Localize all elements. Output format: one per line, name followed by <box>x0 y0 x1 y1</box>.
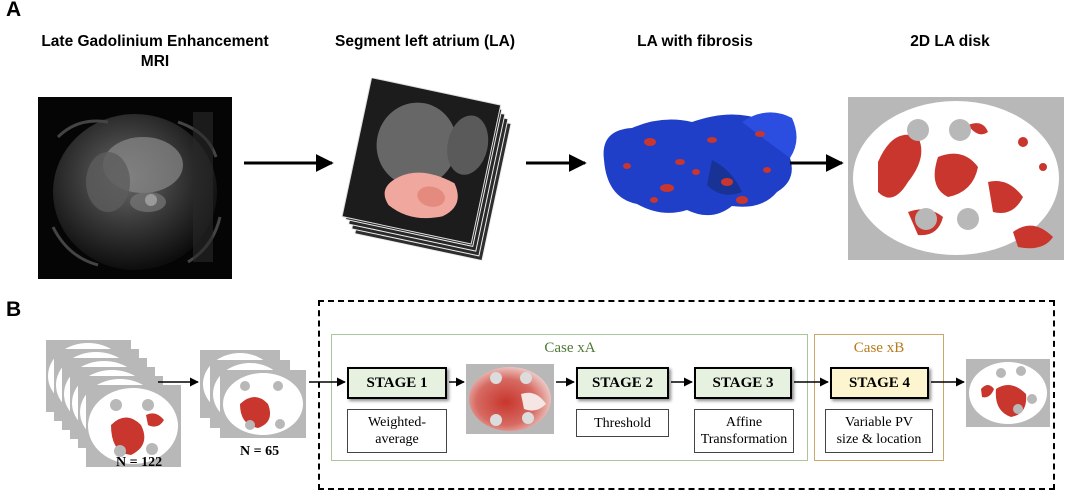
title-lge-mri-line1: Late Gadolinium Enhancement <box>41 33 269 50</box>
stack-122 <box>46 340 181 467</box>
stack-65-disks <box>200 350 306 438</box>
case-xa-label: Case xA <box>544 340 596 356</box>
pipeline-dashed-box <box>318 300 1055 490</box>
stage-2-note: Threshold <box>576 409 669 437</box>
count-65: N = 65 <box>240 444 280 459</box>
stage-3-note-line2: Transformation <box>700 432 788 447</box>
stage-1-note-line2: average <box>375 432 419 447</box>
title-2d-disk: 2D LA disk <box>910 33 990 50</box>
count-122: N = 122 <box>116 455 163 470</box>
stage-4-note: Variable PV size & location <box>825 409 933 453</box>
panel-a-letter: A <box>6 0 22 21</box>
stage-3-note-line1: Affine <box>725 415 763 430</box>
title-segment-la: Segment left atrium (LA) <box>335 33 515 50</box>
stage-4-note-line2: size & location <box>836 432 922 447</box>
case-xb-box <box>814 334 944 461</box>
output-disk <box>966 359 1050 427</box>
stage-4-note-line1: Variable PV <box>844 415 914 430</box>
stage-1-note: Weighted- average <box>347 409 447 453</box>
stage-1-box: STAGE 1 <box>347 367 447 399</box>
stage-4-box: STAGE 4 <box>830 367 929 399</box>
la-fibrosis-3d <box>603 112 797 216</box>
case-xa-box <box>331 334 808 461</box>
title-la-fibrosis: LA with fibrosis <box>637 33 753 50</box>
la-disk-2d <box>848 97 1064 260</box>
panel-b-letter: B <box>6 298 22 321</box>
segmented-la-stack <box>341 78 512 262</box>
stage-1-note-line1: Weighted- <box>368 415 426 430</box>
stack-122-disks <box>46 340 181 467</box>
weighted-average-disk <box>466 364 554 434</box>
stage-2-box: STAGE 2 <box>576 367 669 399</box>
mri-image <box>38 97 232 279</box>
title-lge-mri: Late Gadolinium Enhancement MRI <box>20 32 290 72</box>
stack-65 <box>200 350 306 438</box>
stage-3-box: STAGE 3 <box>694 367 792 399</box>
stage-3-note: Affine Transformation <box>694 409 794 453</box>
case-xb-label: Case xB <box>853 340 905 356</box>
title-lge-mri-line2: MRI <box>140 53 170 70</box>
